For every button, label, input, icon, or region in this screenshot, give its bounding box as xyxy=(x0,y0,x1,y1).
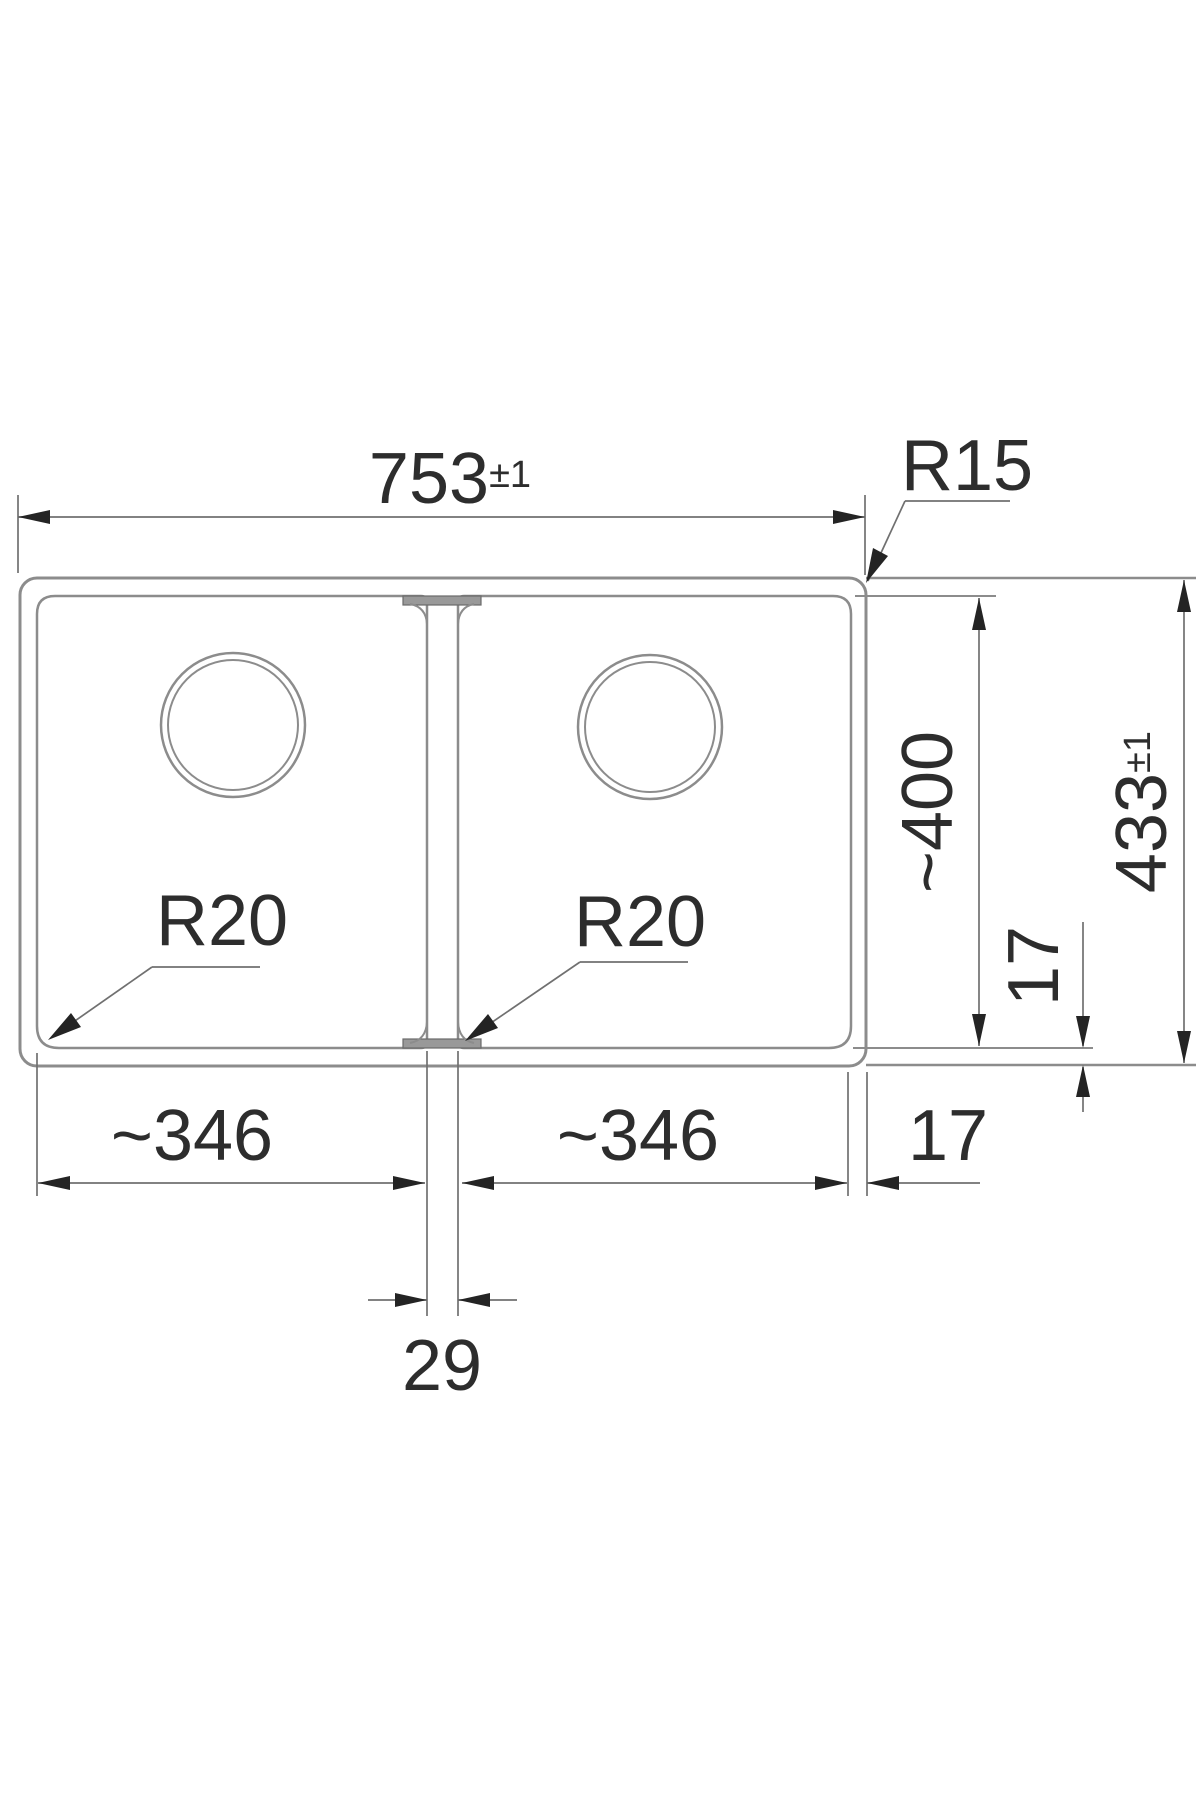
divider-width-label: 29 xyxy=(402,1326,482,1406)
rim-bottom-label: 17 xyxy=(994,926,1074,1006)
dim-right-bowl-width: ~346 xyxy=(462,1096,847,1190)
dim-left-bowl-width: ~346 xyxy=(36,1053,425,1196)
arrowhead-left xyxy=(867,1176,899,1190)
arrowhead-up xyxy=(1076,1065,1090,1097)
arrowhead-left xyxy=(38,1176,70,1190)
divider-flare-bottom-right xyxy=(457,1021,475,1044)
overall-depth-label: 433±1 xyxy=(1102,731,1182,893)
sink-outline-group xyxy=(18,576,1196,1068)
right-bowl-radius-label: R20 xyxy=(574,882,706,962)
right-drain-hole-inner xyxy=(584,661,716,793)
callout-left-bowl-radius: R20 xyxy=(48,881,288,1040)
left-bowl-width-label: ~346 xyxy=(111,1096,273,1176)
dim-overall-depth: 433±1 xyxy=(1102,580,1191,1063)
rim-right-label: 17 xyxy=(908,1096,988,1176)
arrowhead-left xyxy=(18,510,50,524)
bowl-depth-label: ~400 xyxy=(888,731,968,893)
arrowhead-left xyxy=(462,1176,494,1190)
dim-overall-width: 753±1 xyxy=(17,439,866,575)
arrowhead-bottom xyxy=(972,1014,986,1046)
divider-flare-top-right xyxy=(457,603,475,625)
outer-radius-label: R15 xyxy=(901,426,1033,506)
leader-arrowhead xyxy=(48,1013,81,1040)
right-bowl xyxy=(456,594,853,1050)
dim-rim-bottom: 17 xyxy=(994,922,1090,1112)
right-drain-hole-outer xyxy=(576,653,724,801)
arrowhead-right-pointing xyxy=(395,1293,427,1307)
dim-divider-width: 29 xyxy=(368,1051,517,1406)
sink-outer-rim xyxy=(18,576,868,1068)
overall-depth-value: 433 xyxy=(1102,773,1182,893)
arrowhead-top xyxy=(1177,580,1191,612)
overall-width-tolerance: ±1 xyxy=(489,454,531,496)
left-drain-hole-outer xyxy=(159,651,307,799)
overall-width-label: 753±1 xyxy=(369,439,531,519)
divider-top-cap xyxy=(402,595,482,606)
right-bowl-width-label: ~346 xyxy=(557,1096,719,1176)
callout-outer-radius: R15 xyxy=(866,426,1033,583)
center-divider xyxy=(402,595,482,1049)
callout-right-bowl-radius: R20 xyxy=(465,882,706,1041)
divider-flare-top-left xyxy=(409,603,428,625)
left-drain-hole-inner xyxy=(167,659,299,791)
dim-rim-right: 17 xyxy=(847,1072,988,1196)
leader-arrowhead xyxy=(866,548,888,583)
arrowhead-left-pointing xyxy=(458,1293,490,1307)
arrowhead-bottom xyxy=(1177,1031,1191,1063)
dim-bowl-depth: ~400 xyxy=(888,598,986,1046)
overall-width-value: 753 xyxy=(369,439,489,519)
arrowhead-down xyxy=(1076,1016,1090,1048)
arrowhead-top xyxy=(972,598,986,630)
arrowhead-right xyxy=(833,510,865,524)
leader-arrowhead xyxy=(465,1014,498,1041)
arrowhead-right xyxy=(815,1176,847,1190)
arrowhead-right xyxy=(393,1176,425,1190)
divider-bottom-cap xyxy=(402,1038,482,1049)
left-bowl-radius-label: R20 xyxy=(156,881,288,961)
left-bowl xyxy=(35,594,429,1050)
divider-flare-bottom-left xyxy=(409,1021,428,1044)
overall-depth-tolerance: ±1 xyxy=(1117,731,1159,773)
